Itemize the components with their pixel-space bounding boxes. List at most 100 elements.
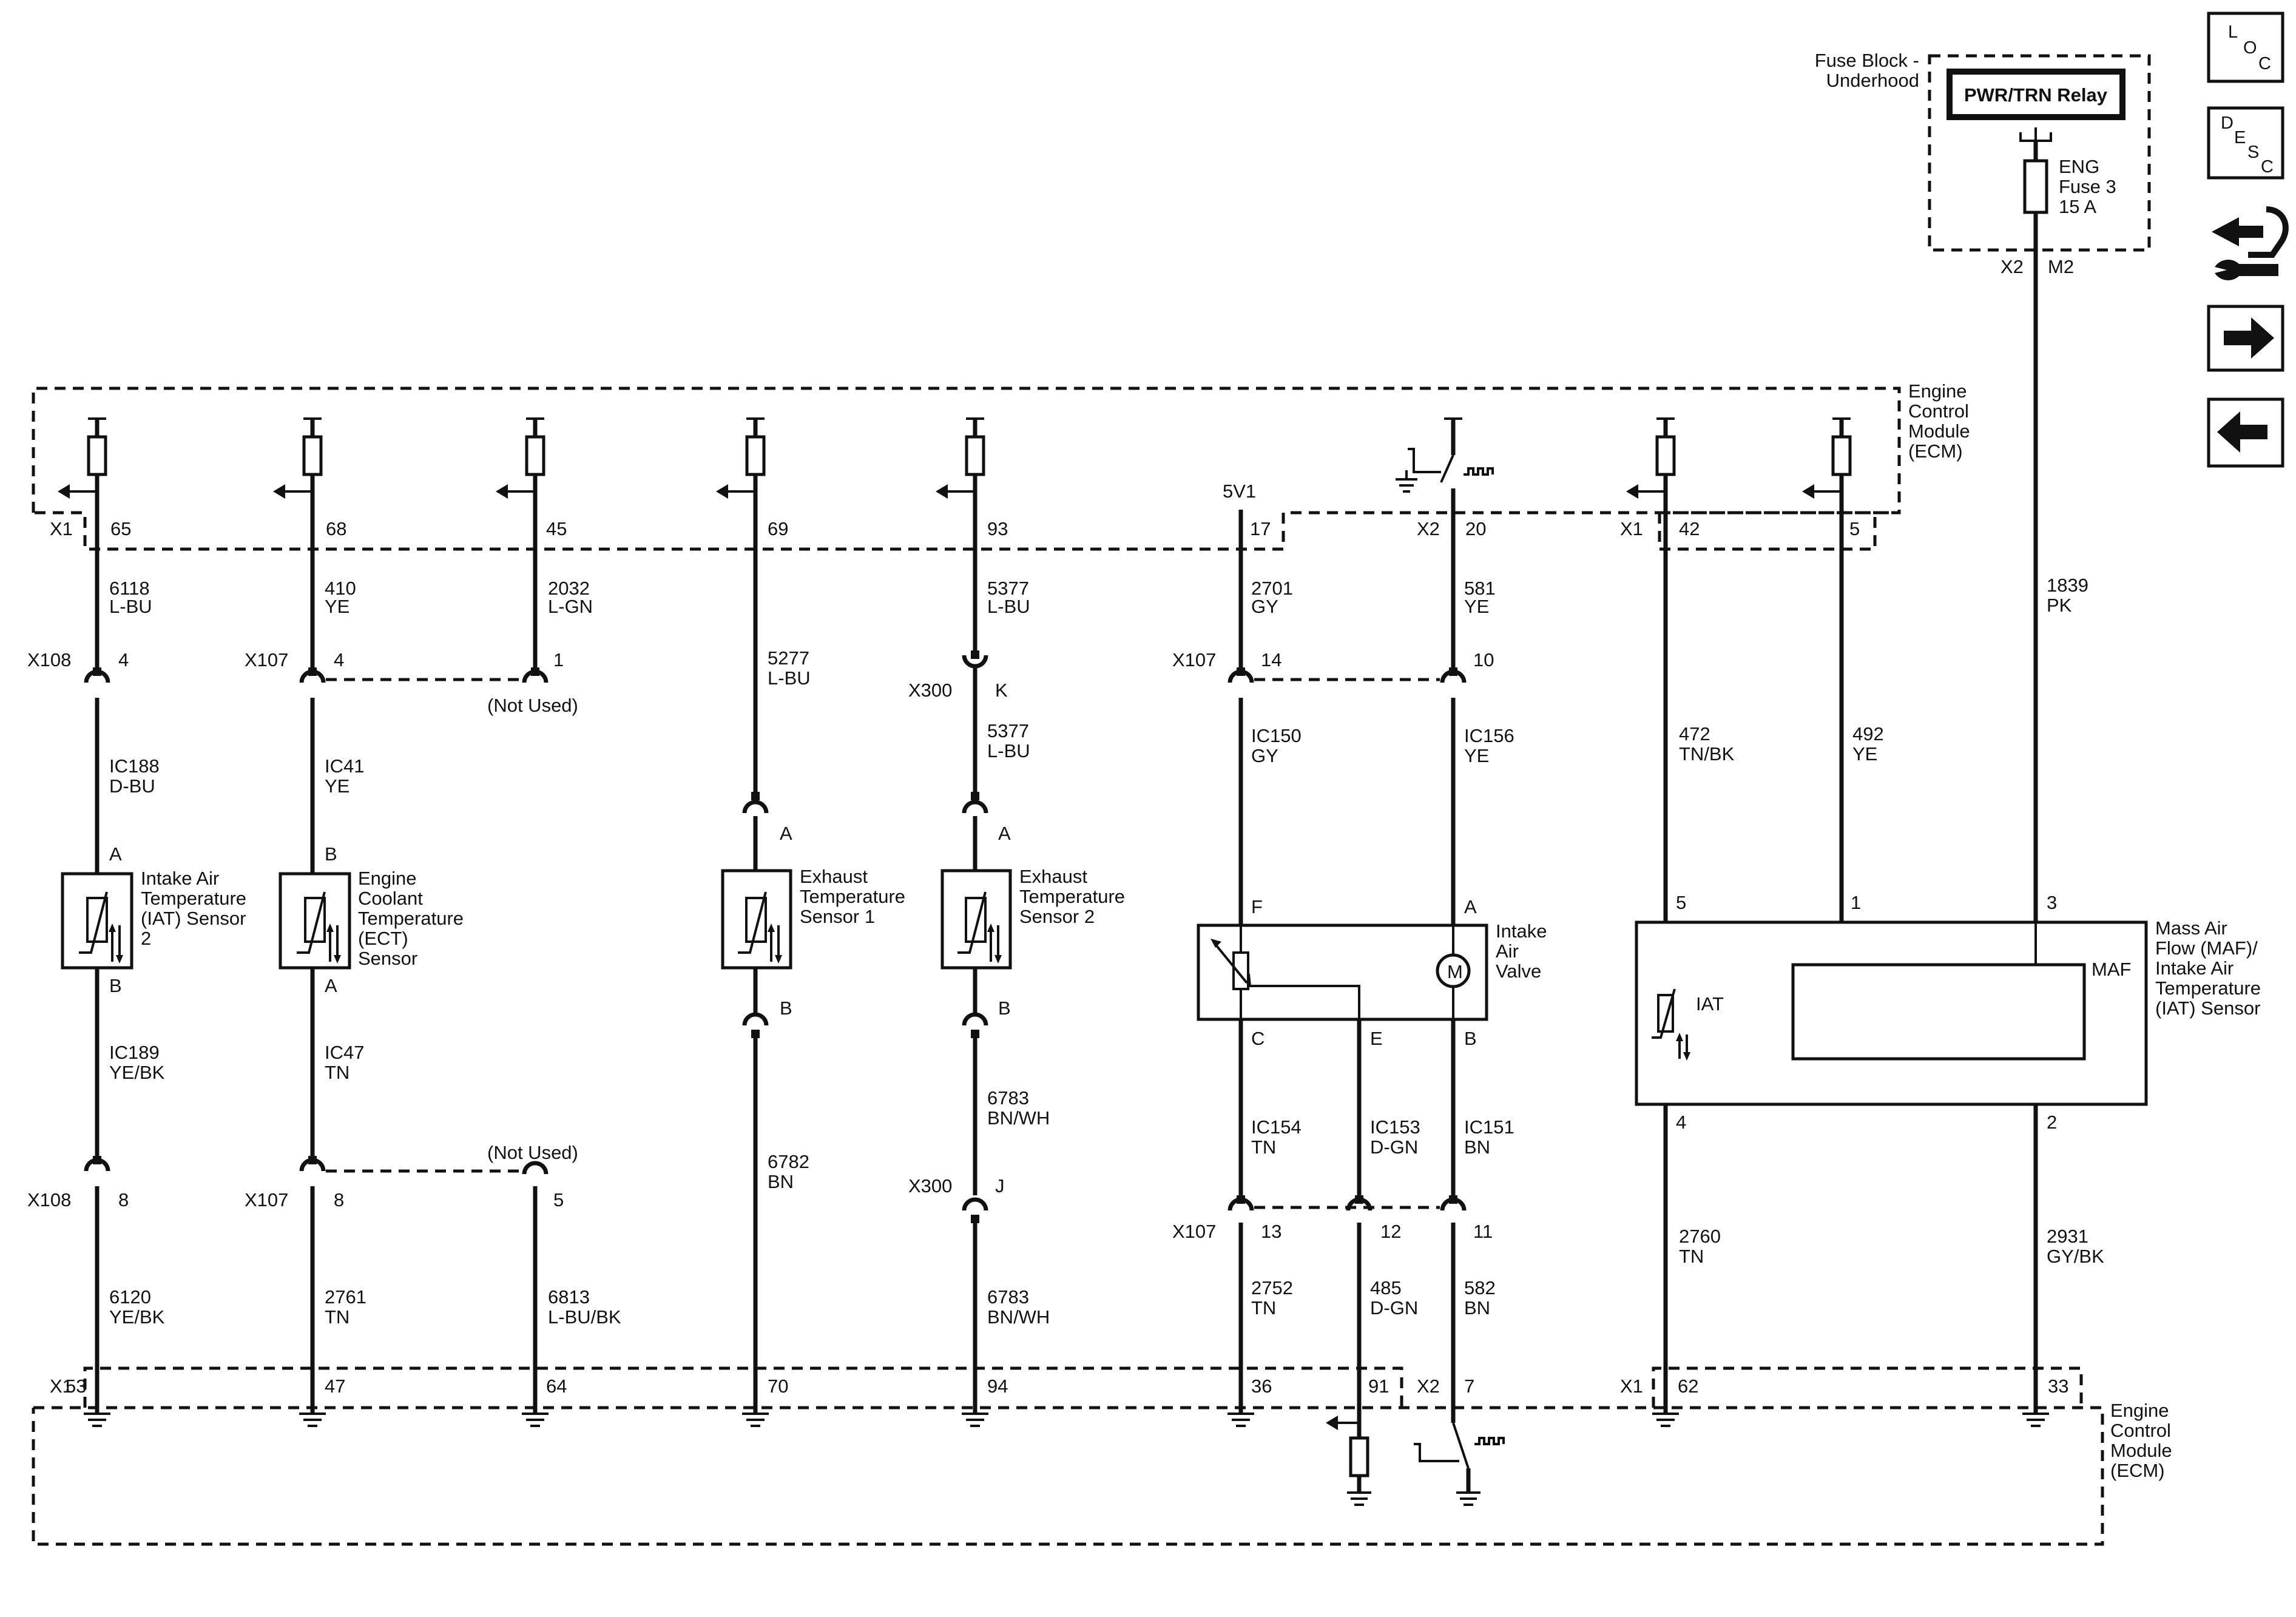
pullup-resistor-93 (936, 417, 985, 499)
wire-IC47-color: TN (325, 1062, 349, 1083)
exh1-pin-b: B (780, 998, 792, 1019)
ect-label-1: Engine (358, 868, 417, 889)
connector-tool-icon[interactable] (2212, 206, 2289, 280)
circuit-column-ect (299, 491, 549, 1414)
ecm-top-label-line3: Module (1908, 420, 1970, 442)
x107-d-pin12: 12 (1380, 1221, 1401, 1242)
bot-pin-70: 70 (768, 1376, 788, 1397)
ref-5v-label: 5V1 (1223, 481, 1256, 502)
driver-switch-top-icon (1396, 417, 1494, 516)
wire-485-color: D-GN (1370, 1297, 1418, 1318)
wire-410-color: YE (325, 596, 349, 617)
wire-492-num: 492 (1852, 723, 1884, 744)
desc-icon[interactable]: D E S C (2207, 106, 2284, 180)
wire-IC188-color: D-BU (109, 775, 155, 797)
wire-2701-num: 2701 (1251, 578, 1293, 599)
not-used-top: (Not Used) (487, 695, 578, 716)
wire-IC189-color: YE/BK (109, 1062, 165, 1083)
wire-IC41-color: YE (325, 775, 349, 797)
bot-pin-7: 7 (1464, 1376, 1474, 1397)
wire-IC153-num: IC153 (1370, 1116, 1420, 1138)
maf-label-3: Intake Air (2155, 957, 2234, 979)
bot-pin-33: 33 (2048, 1376, 2068, 1397)
exhaust-temp-sensor-1-icon (721, 869, 792, 970)
iat2-label-3: (IAT) Sensor (141, 908, 246, 929)
ecm-top-label-line4: (ECM) (1908, 441, 1963, 462)
ground-symbols (84, 1413, 2049, 1427)
bot-pin-94: 94 (987, 1376, 1008, 1397)
iav-label-2: Air (1496, 940, 1519, 962)
ground-icon (742, 1413, 769, 1427)
bot-pin-47: 47 (325, 1376, 345, 1397)
wire-2760-color: TN (1679, 1246, 1704, 1267)
x107-d-pin11: 11 (1473, 1221, 1493, 1242)
top-conn-x1-right: X1 (1620, 518, 1643, 539)
previous-arrow-icon[interactable] (2207, 397, 2284, 468)
wire-2761-color: TN (325, 1306, 349, 1328)
pullup-resistor-65 (58, 417, 107, 499)
bot-pin-62: 62 (1678, 1376, 1698, 1397)
ground-icon (522, 1413, 549, 1427)
wire-IC150-color: GY (1251, 745, 1278, 766)
wire-472-num: 472 (1679, 723, 1710, 744)
ecm-top-outline (32, 387, 1901, 551)
maf-label-2: Flow (MAF)/ (2155, 937, 2258, 959)
maf-pin-2: 2 (2047, 1112, 2057, 1133)
svg-text:E: E (2234, 128, 2246, 147)
bot-pin-36: 36 (1251, 1376, 1272, 1397)
next-arrow-icon[interactable] (2207, 305, 2284, 372)
ground-icon (1652, 1413, 1679, 1427)
circuit-column-iat2 (84, 491, 110, 1414)
wire-581-color: YE (1464, 596, 1489, 617)
ect-label-5: Sensor (358, 948, 417, 969)
iav-label-3: Valve (1496, 960, 1541, 982)
wire-6813-num: 6813 (548, 1286, 590, 1308)
maf-pin-4: 4 (1676, 1112, 1686, 1133)
wire-582-num: 582 (1464, 1277, 1496, 1298)
driver-switch-bottom-icon (1414, 1422, 1505, 1506)
maf-iat-label: IAT (1696, 993, 1724, 1014)
pullup-resistor-45 (496, 417, 545, 499)
ect-sensor-icon (279, 872, 351, 970)
wire-1839-num: 1839 (2047, 575, 2088, 596)
ecm-bottom-label-line2: Control (2110, 1420, 2171, 1441)
wire-5277-color: L-BU (768, 667, 811, 689)
maf-maf-label: MAF (2092, 959, 2131, 980)
fuse-conn: X2 (2001, 256, 2024, 277)
ground-icon (299, 1413, 326, 1427)
svg-text:C: C (2258, 54, 2271, 73)
wire-2931-color: GY/BK (2047, 1246, 2104, 1267)
wire-492-color: YE (1852, 743, 1877, 765)
ecm-top-label-line2: Control (1908, 400, 1969, 422)
top-pin-68: 68 (326, 518, 346, 539)
x108-bot-name: X108 (27, 1189, 71, 1210)
wire-IC189-num: IC189 (109, 1042, 160, 1063)
wire-6783b-num: 6783 (987, 1286, 1029, 1308)
eng-fuse-3-icon (2023, 159, 2048, 214)
x107-c-name: X107 (245, 1189, 288, 1210)
iav-pin-b: B (1464, 1028, 1477, 1049)
iav-pin-f: F (1251, 896, 1263, 917)
wire-6813-color: L-BU/BK (548, 1306, 621, 1328)
loc-icon[interactable]: L O C (2207, 12, 2284, 83)
x108-top-name: X108 (27, 649, 71, 670)
wire-2701-color: GY (1251, 596, 1278, 617)
wire-5377a-num: 5377 (987, 578, 1029, 599)
pullup-resistor-42 (1626, 417, 1676, 499)
ect-pin-b: B (325, 843, 337, 865)
bot-pin-53: 53 (66, 1376, 86, 1397)
top-pin-65: 65 (110, 518, 131, 539)
iat2-label-4: 2 (141, 928, 151, 949)
x107-c-pin: 8 (334, 1189, 344, 1210)
bottom-conn-x1-right: X1 (1620, 1376, 1643, 1397)
circuit-column-iav (1197, 510, 1488, 1423)
x107-top-pin: 4 (334, 649, 344, 670)
wire-6783a-color: BN/WH (987, 1107, 1050, 1129)
ground-icon (1227, 1413, 1254, 1427)
pullup-resistor-69 (716, 417, 766, 499)
maf-pin-3: 3 (2047, 892, 2057, 913)
wire-5377a-color: L-BU (987, 596, 1030, 617)
ground-icon (2022, 1413, 2049, 1427)
iav-pin-e: E (1370, 1028, 1383, 1049)
exh1-label-3: Sensor 1 (800, 906, 875, 927)
